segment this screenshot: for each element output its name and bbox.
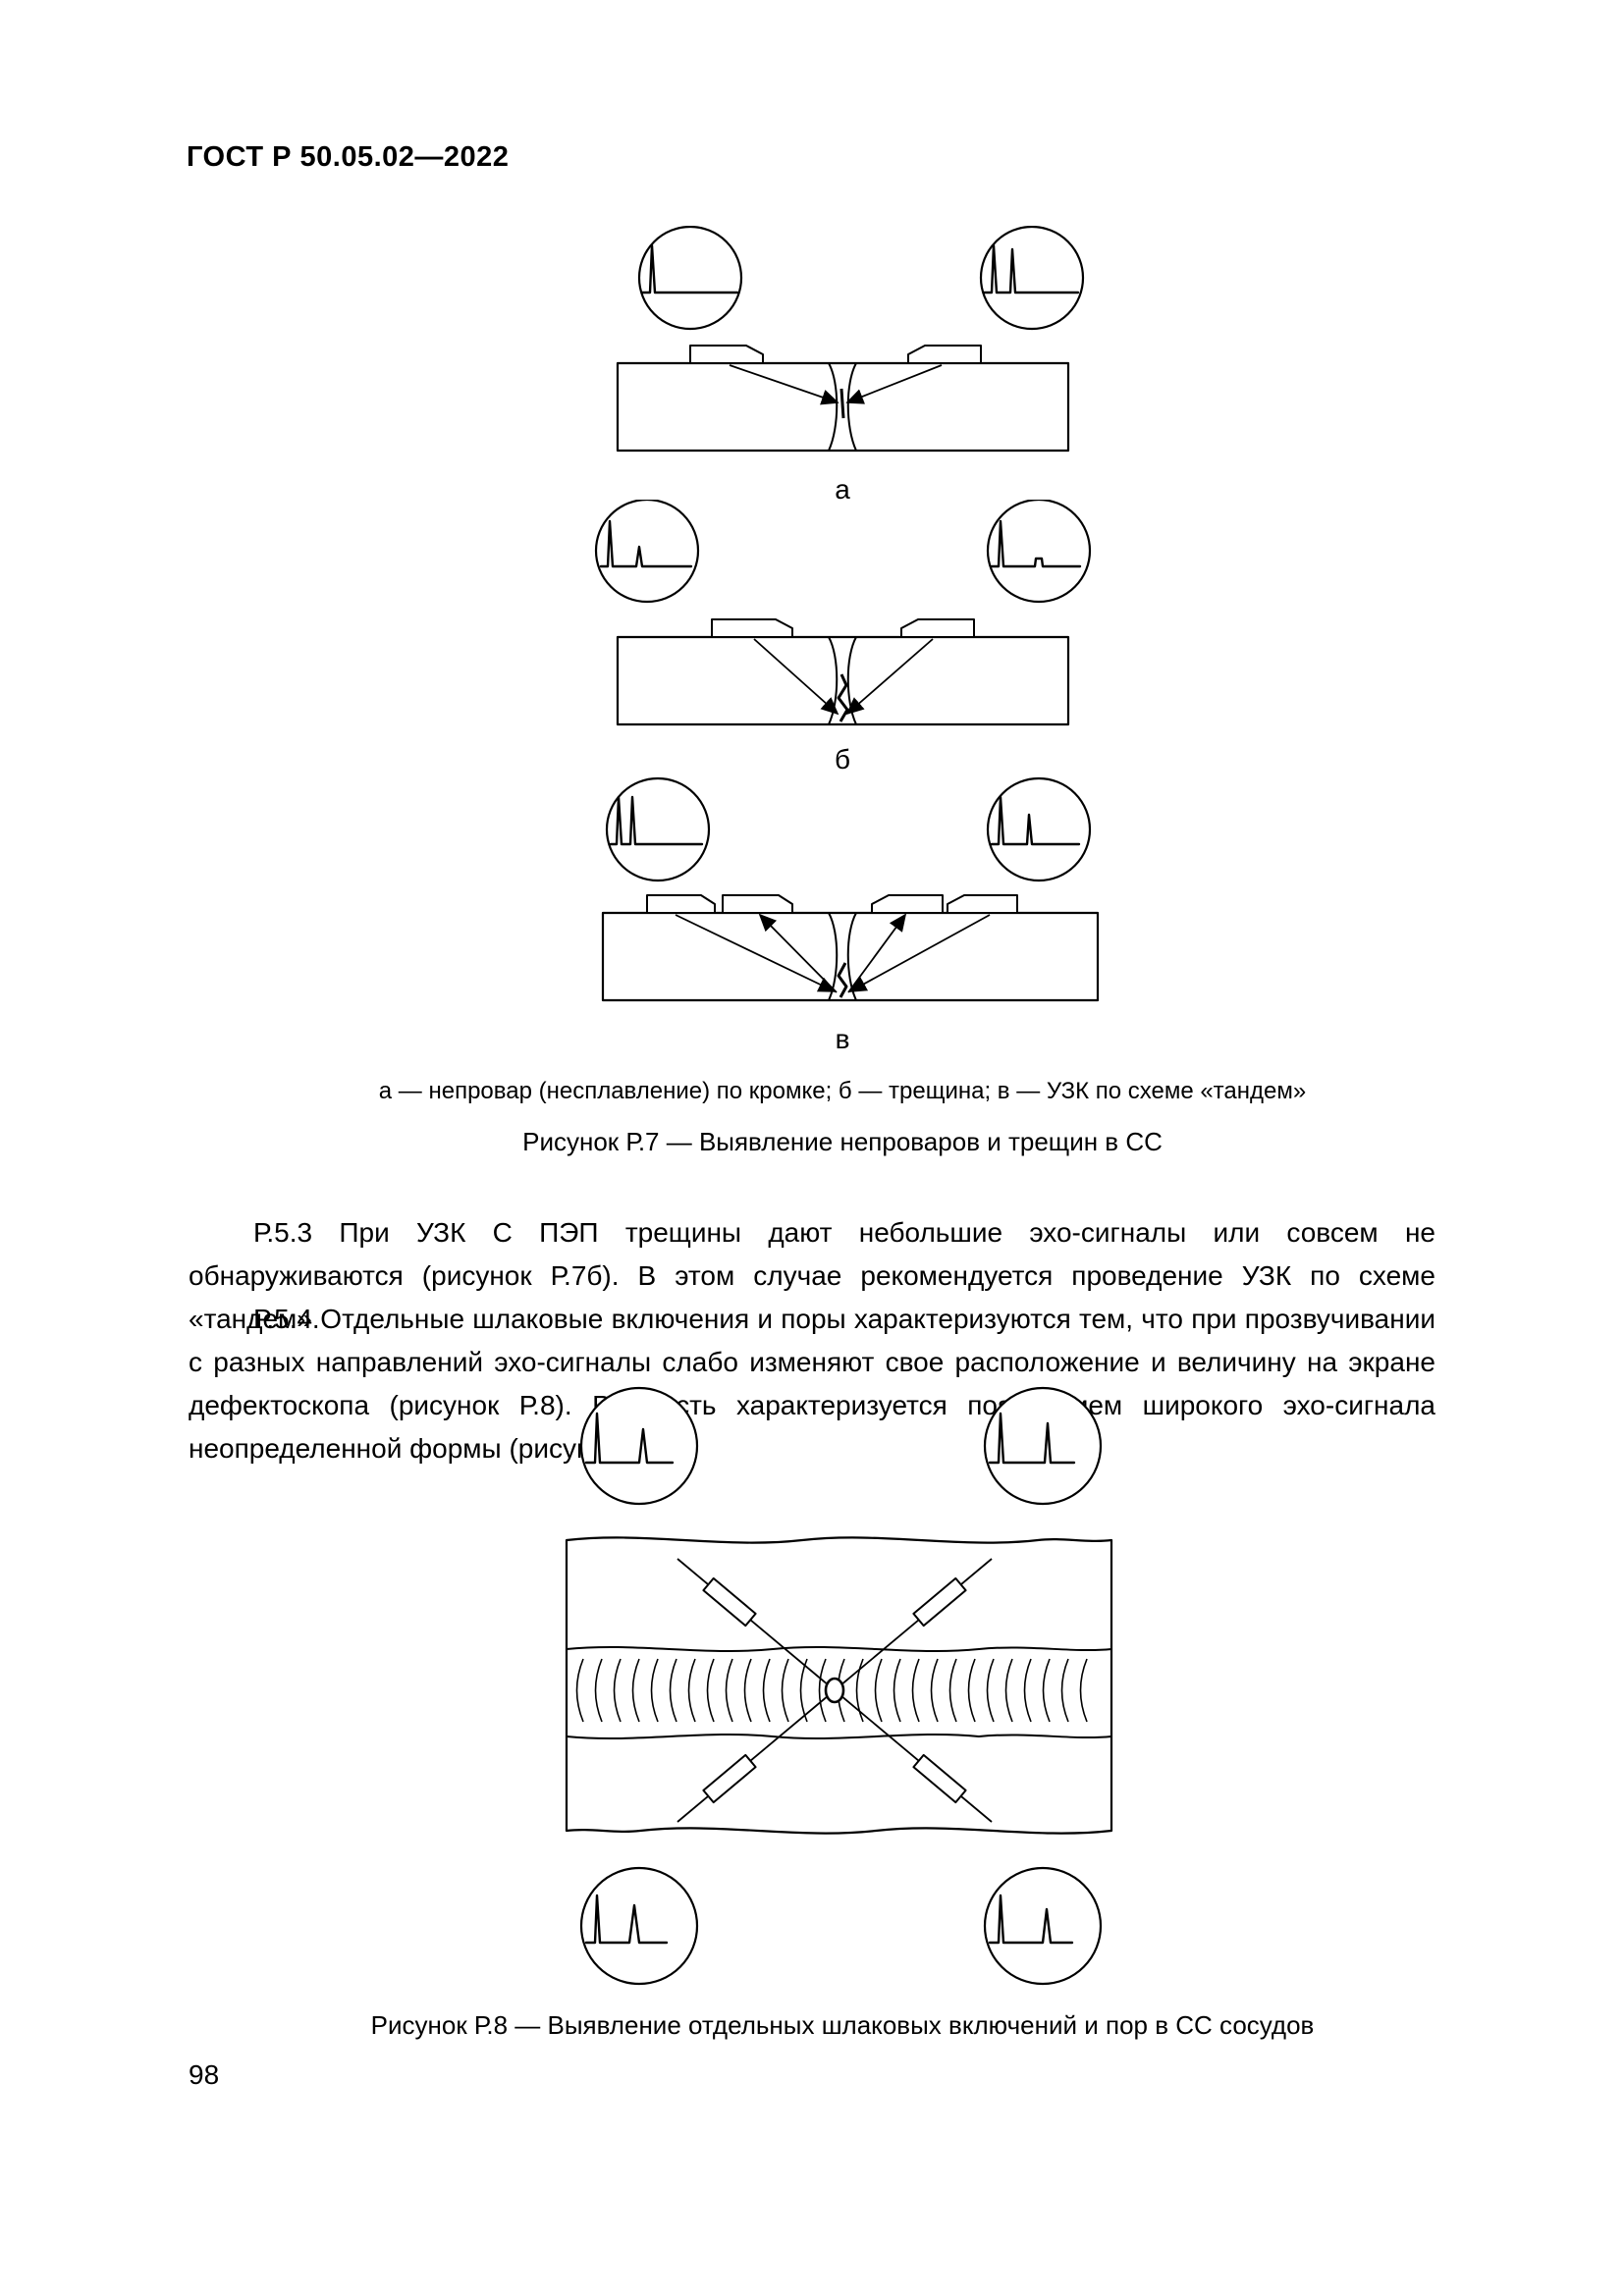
lack-of-fusion-mark [839,388,845,419]
waveform-trace [609,795,704,846]
figure-r8-diagram [565,1386,1113,1986]
oscilloscope-screen-right [986,776,1092,882]
waveform-trace [584,1412,675,1465]
figure-r7-diagram-b: б [594,500,1092,774]
transducer-inner-left [722,894,793,914]
paragraph-p5-4: Р.5.4 Отдельные шлаковые включения и пор… [189,1304,1435,1464]
waveform-trace [584,1894,669,1945]
transducer-right [907,345,982,364]
figure-r7-title: Рисунок Р.7 — Выявление непроваров и тре… [522,1127,1163,1156]
page-number: 98 [189,2059,220,2090]
sounding-beam-sw [677,1689,836,1823]
oscilloscope-screen-right [986,500,1092,604]
transducer-left [711,618,793,638]
weld-seam [828,636,857,725]
oscilloscope-screen-top-right [983,1386,1103,1506]
transducer-bottom-right [912,1753,967,1804]
weld-seam [828,912,857,1001]
ultrasonic-beam-left [729,364,839,405]
weld-band-upper-edge [566,1645,1112,1653]
diagram-label-b: б [835,744,850,774]
diagram-label-a: а [835,474,850,505]
transducer-outer-right [947,894,1018,914]
crack-mark [837,673,849,722]
waveform-trace [990,795,1081,846]
figure-r7-diagram-v: в [601,776,1100,1054]
waveform-trace [988,1894,1074,1945]
crack-mark [837,962,848,998]
transducer-inner-right [871,894,944,914]
oscilloscope-screen-bottom-right [983,1866,1103,1986]
pore-defect [824,1677,845,1704]
waveform-trace [640,243,739,294]
transducer-right [900,618,975,638]
oscilloscope-screen-left [605,776,711,882]
ultrasonic-beam-right [845,364,943,404]
ultrasonic-beam-left [753,638,839,716]
waveform-trace [982,243,1080,294]
tandem-beam-receive-left [758,913,838,993]
sounding-beam-se [834,1689,993,1823]
figure-r7-legend: а — непровар (несплавление) по кромке; б… [378,1078,1307,1104]
transducer-top-left [702,1576,757,1628]
oscilloscope-screen-right [979,226,1085,331]
waveform-trace [988,1412,1076,1465]
ultrasonic-beam-right [845,638,934,716]
waveform-trace [599,519,693,568]
tandem-beam-transmit-right [848,914,991,992]
oscilloscope-screen-left [637,226,743,331]
document-header: ГОСТ Р 50.05.02—2022 [187,141,510,173]
tandem-beam-receive-right [847,913,907,993]
transducer-bottom-left [702,1753,757,1804]
waveform-trace [990,519,1082,568]
paragraph-p5-3: Р.5.3 При УЗК С ПЭП трещины дают небольш… [189,1217,1435,1334]
weld-band-lower-edge [566,1733,1112,1740]
transducer-outer-left [646,894,716,914]
weld-seam [828,362,857,452]
transducer-top-right [912,1576,967,1628]
oscilloscope-screen-left [594,500,700,604]
transducer-left [689,345,764,364]
tandem-beam-transmit-left [675,914,837,992]
oscilloscope-screen-bottom-left [579,1866,699,1986]
oscilloscope-screen-top-left [579,1386,699,1506]
sounding-beam-ne [834,1558,993,1691]
weld-texture-arcs [575,1658,1088,1723]
figure-r7-diagram-a: а [616,226,1085,505]
diagram-label-v: в [836,1024,850,1054]
sounding-beam-nw [677,1558,836,1691]
figure-r8-title: Рисунок Р.8 — Выявление отдельных шлаков… [370,2010,1315,2040]
